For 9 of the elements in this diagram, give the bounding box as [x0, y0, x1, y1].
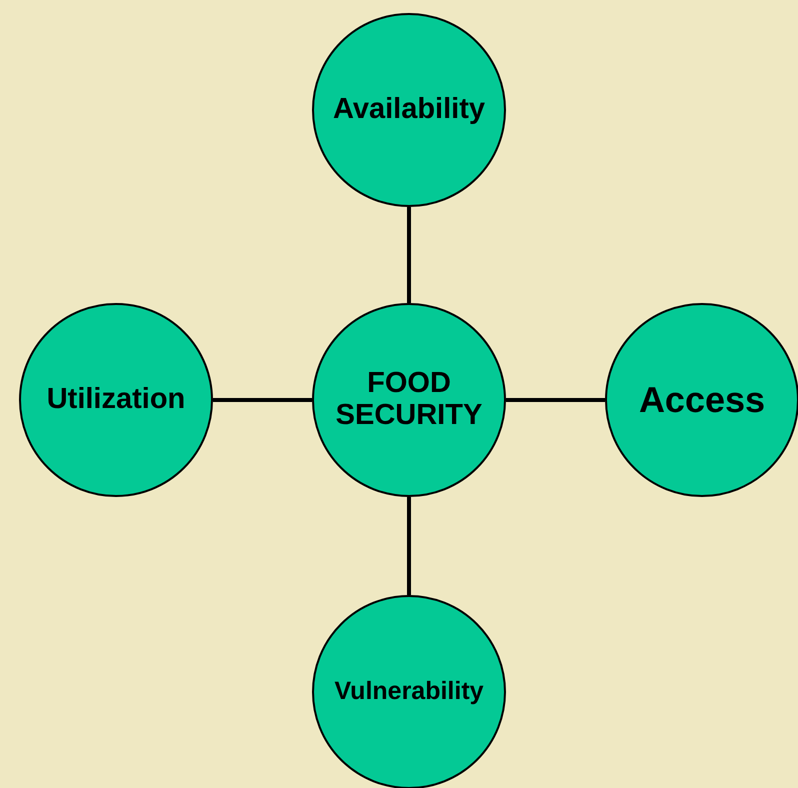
circle-label: Access: [638, 380, 766, 420]
circle-label: Utilization: [46, 384, 186, 416]
connector-line: [213, 398, 312, 402]
circle-label: Vulnerability: [334, 678, 484, 706]
connector-line: [506, 398, 605, 402]
circle-label: Availability: [332, 94, 486, 126]
connector-line: [407, 207, 411, 303]
connector-line: [407, 497, 411, 595]
circle-label: FOOD SECURITY: [334, 368, 484, 432]
